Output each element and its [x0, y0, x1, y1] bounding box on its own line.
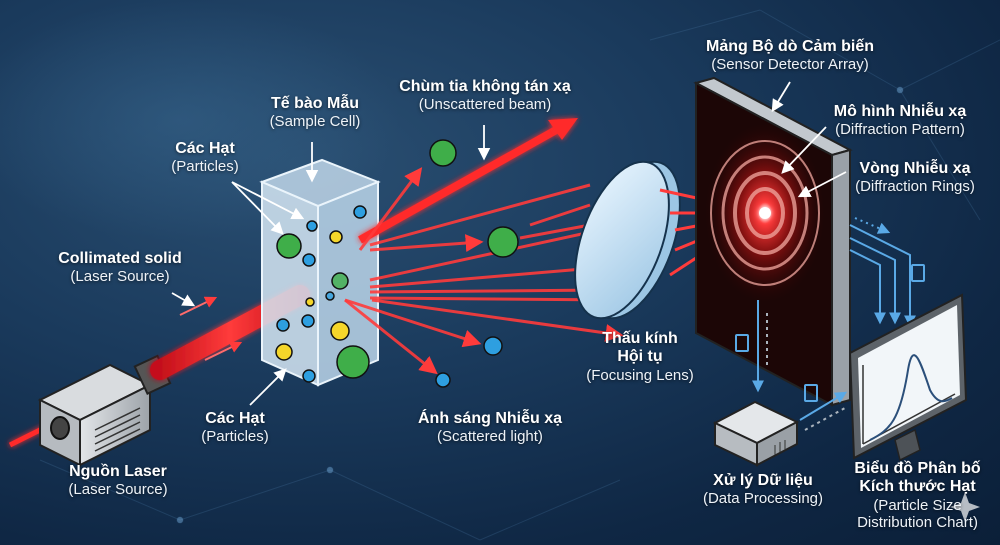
label-vi: Nguồn Laser — [69, 463, 167, 480]
label-vi: Biểu đồ Phân bố — [854, 460, 981, 477]
data-flow-arrows — [735, 217, 925, 431]
sparkle-icon — [950, 492, 980, 522]
label-vi: Kích thước Hạt — [859, 478, 976, 496]
label-vi: Chùm tia không tán xạ — [399, 78, 571, 95]
label-en: (Particles) — [171, 158, 239, 176]
label-en: (Laser Source) — [70, 268, 170, 286]
label-en: (Particles) — [201, 428, 269, 446]
label-en: (Sensor Detector Array) — [711, 56, 869, 74]
label-vi: Các Hạt — [175, 140, 235, 157]
label-vi: Mô hình Nhiễu xạ — [833, 103, 967, 120]
label-en: (Diffraction Rings) — [855, 178, 975, 196]
label-vi: Mảng Bộ dò Cảm biến — [706, 38, 874, 55]
label-vi: Hội tụ — [617, 348, 663, 366]
label-en: (Sample Cell) — [269, 113, 361, 131]
label-vi: Collimated solid — [58, 250, 182, 267]
label-particles-bottom: Các Hạt (Particles) — [180, 410, 290, 446]
label-detector-array: Mảng Bộ dò Cảm biến (Sensor Detector Arr… — [690, 38, 890, 74]
label-sample-cell: Tế bào Mẫu (Sample Cell) — [250, 95, 380, 131]
data-processing-device — [712, 400, 800, 467]
label-pointers — [171, 81, 847, 406]
label-vi: Tế bào Mẫu — [270, 95, 359, 112]
label-en: (Laser Source) — [68, 481, 168, 499]
label-scattered-light: Ánh sáng Nhiễu xạ (Scattered light) — [395, 410, 585, 446]
label-en: (Diffraction Pattern) — [835, 121, 965, 139]
focusing-lens — [574, 160, 681, 320]
sensor-detector-array — [693, 76, 853, 407]
particles — [275, 205, 370, 383]
label-en: (Unscattered beam) — [418, 96, 552, 114]
label-diffraction-pattern: Mô hình Nhiễu xạ (Diffraction Pattern) — [820, 103, 980, 139]
distribution-chart-monitor — [848, 293, 968, 462]
label-diffraction-rings: Vòng Nhiễu xạ (Diffraction Rings) — [840, 160, 990, 196]
label-distribution-chart: Biểu đồ Phân bố Kích thước Hạt (Particle… — [835, 460, 1000, 531]
label-data-processing: Xử lý Dữ liệu (Data Processing) — [688, 472, 838, 508]
unscattered-beam — [358, 121, 567, 244]
label-en: (Particle Size — [873, 496, 962, 514]
laser-source-device — [8, 354, 172, 467]
label-en: (Data Processing) — [702, 490, 824, 508]
label-laser-source: Nguồn Laser (Laser Source) — [28, 463, 208, 499]
label-en: (Scattered light) — [437, 428, 543, 446]
label-vi: Xử lý Dữ liệu — [713, 472, 813, 489]
label-en: Distribution Chart) — [857, 514, 978, 532]
label-vi: Ánh sáng Nhiễu xạ — [417, 410, 563, 427]
label-particles-top: Các Hạt (Particles) — [150, 140, 260, 176]
label-focusing-lens: Thấu kính Hội tụ (Focusing Lens) — [565, 330, 715, 384]
label-vi: Các Hạt — [205, 410, 265, 427]
label-en: (Focusing Lens) — [586, 366, 694, 384]
label-vi: Thấu kính — [602, 330, 678, 347]
background-network — [39, 9, 1000, 541]
label-unscattered-beam: Chùm tia không tán xạ (Unscattered beam) — [375, 78, 595, 114]
label-vi: Vòng Nhiễu xạ — [859, 160, 971, 177]
label-collimated: Collimated solid (Laser Source) — [45, 250, 195, 286]
